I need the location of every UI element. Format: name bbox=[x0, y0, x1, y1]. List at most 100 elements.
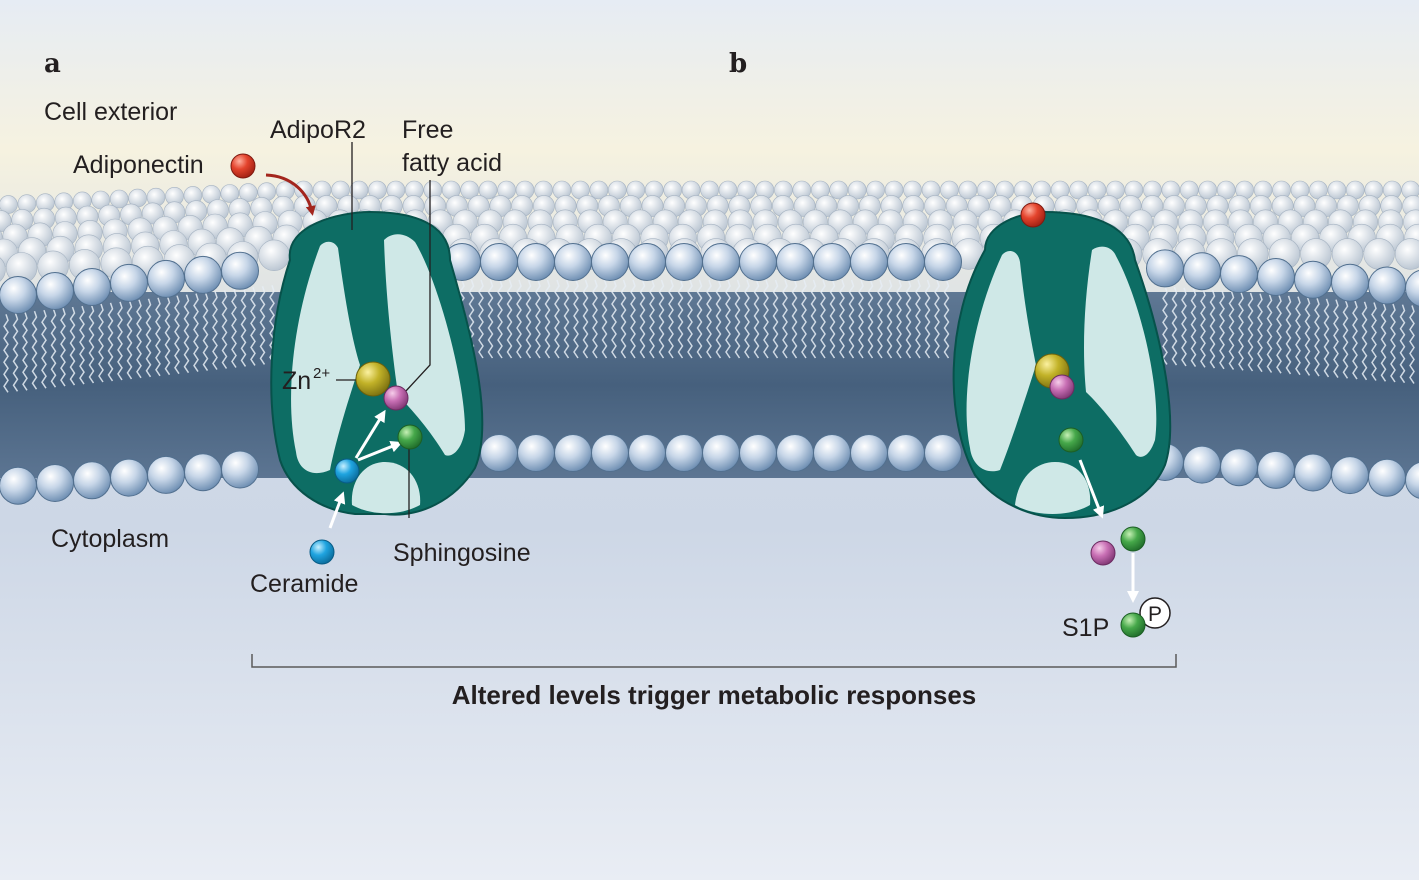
lipid-tail bbox=[905, 279, 912, 359]
lipid-tail bbox=[1314, 297, 1320, 377]
lipid-head-lower bbox=[480, 434, 518, 472]
lipid-tail bbox=[943, 279, 950, 359]
lipid-tail bbox=[848, 279, 855, 359]
lipid-tail bbox=[820, 279, 826, 359]
lipid-tail bbox=[69, 306, 76, 386]
lipid-head-lower bbox=[1405, 462, 1419, 499]
panel-label-b: b bbox=[729, 49, 747, 79]
lipid-tails bbox=[3, 279, 1415, 393]
lipid-tail bbox=[1361, 301, 1368, 381]
lipid-tail bbox=[1285, 295, 1292, 375]
lipid-head-lower bbox=[739, 434, 777, 472]
lipid-head-lower bbox=[850, 434, 888, 472]
lipid-head-back bbox=[1087, 180, 1107, 200]
lipid-head-back bbox=[0, 257, 6, 282]
products-exit-arrow bbox=[1078, 459, 1105, 519]
lipid-tail bbox=[554, 279, 560, 359]
lipid-tail bbox=[50, 308, 57, 388]
lipid-tail bbox=[183, 294, 190, 374]
lipid-tail bbox=[31, 310, 38, 390]
lipid-tail bbox=[687, 279, 693, 359]
bilayer-surface-heads bbox=[0, 180, 1419, 284]
lipid-tail bbox=[867, 279, 874, 359]
lipid-head-upper bbox=[739, 243, 777, 281]
lipid-tail bbox=[535, 279, 541, 359]
lipid-head-upper bbox=[1183, 252, 1221, 291]
lipid-head-back bbox=[1394, 238, 1419, 270]
lipid-tail bbox=[896, 279, 902, 359]
lipid-head-upper bbox=[702, 243, 740, 281]
sphingosine-release-arrow bbox=[357, 441, 403, 462]
lipid-head-back bbox=[1363, 238, 1395, 270]
adiponectin-molecule bbox=[230, 153, 256, 179]
lipid-tail bbox=[1390, 303, 1396, 383]
free-fatty-acid-molecule bbox=[383, 385, 409, 411]
adiponectin-molecule-bound bbox=[1020, 202, 1046, 228]
lipid-tail bbox=[668, 279, 674, 359]
lipid-head-upper bbox=[36, 272, 74, 310]
lipid-head-upper bbox=[184, 255, 222, 294]
lipid-tail bbox=[915, 279, 921, 359]
lipid-tail bbox=[88, 304, 95, 384]
lipid-head-lower bbox=[554, 434, 592, 472]
lipid-tail bbox=[240, 288, 247, 367]
lipid-tail bbox=[934, 279, 940, 359]
lipid-tail bbox=[791, 279, 798, 359]
lipid-tail bbox=[1238, 292, 1244, 371]
lipid-head-back bbox=[1198, 180, 1217, 200]
lipid-tail bbox=[1380, 303, 1387, 382]
lipid-head-lower bbox=[702, 434, 740, 472]
lipid-tail bbox=[544, 279, 551, 359]
caption-text: Altered levels trigger metabolic respons… bbox=[452, 680, 977, 710]
lipid-head-upper bbox=[813, 243, 851, 281]
lipid-head-back bbox=[460, 180, 480, 200]
lipid-tail bbox=[573, 279, 579, 359]
lipid-tail bbox=[1171, 286, 1178, 366]
lipid-head-lower bbox=[0, 466, 37, 505]
lipid-tail bbox=[582, 279, 589, 359]
lipid-head-lower bbox=[1294, 453, 1332, 492]
receptor-cavity-left-a bbox=[291, 241, 360, 474]
lipid-tail bbox=[734, 279, 741, 359]
lipid-tail bbox=[611, 279, 617, 359]
lipid-head-upper bbox=[1294, 260, 1332, 299]
lipid-tail bbox=[677, 279, 684, 359]
lipid-tail bbox=[829, 279, 836, 359]
lipid-head-lower bbox=[776, 434, 814, 472]
lipid-head-back bbox=[220, 184, 240, 203]
lipid-head-lower bbox=[1220, 448, 1258, 487]
lipid-head-upper bbox=[73, 268, 111, 306]
ceramide-entry-arrow bbox=[328, 491, 346, 529]
lipid-head-lower bbox=[1368, 458, 1406, 497]
lipid-tail bbox=[1257, 293, 1263, 373]
lipid-head-back bbox=[478, 180, 498, 200]
lipid-tail bbox=[620, 279, 627, 359]
lipid-tail bbox=[801, 279, 807, 359]
lipid-tail bbox=[497, 279, 503, 359]
lipid-tail bbox=[1371, 302, 1377, 381]
ceramide-molecule-bound bbox=[334, 458, 360, 484]
lipid-tail bbox=[259, 286, 266, 365]
lipid-head-back bbox=[589, 180, 609, 200]
lipid-tail bbox=[1247, 292, 1254, 372]
lipid-tail bbox=[174, 295, 180, 375]
lipid-tail bbox=[22, 312, 28, 391]
lipid-head-lower bbox=[1183, 445, 1221, 484]
lipid-head-back bbox=[967, 195, 990, 217]
lipid-head-upper bbox=[1220, 255, 1258, 294]
lipid-tail bbox=[202, 292, 209, 372]
lipid-tail bbox=[3, 314, 9, 393]
lipid-tail bbox=[1190, 288, 1197, 368]
fatty-acid-release-arrow bbox=[354, 409, 386, 459]
lipid-head-lower bbox=[628, 434, 666, 472]
adipor2-label: AdipoR2 bbox=[270, 116, 366, 144]
zinc-charge-label: 2+ bbox=[313, 365, 330, 382]
lipid-tail bbox=[1162, 286, 1168, 365]
lipid-head-upper bbox=[591, 243, 629, 281]
lipid-tail bbox=[1219, 290, 1225, 370]
lipid-tail bbox=[478, 279, 484, 359]
lipid-tail bbox=[592, 279, 598, 359]
lipid-head-upper bbox=[665, 243, 703, 281]
lipid-tail bbox=[1266, 294, 1273, 373]
